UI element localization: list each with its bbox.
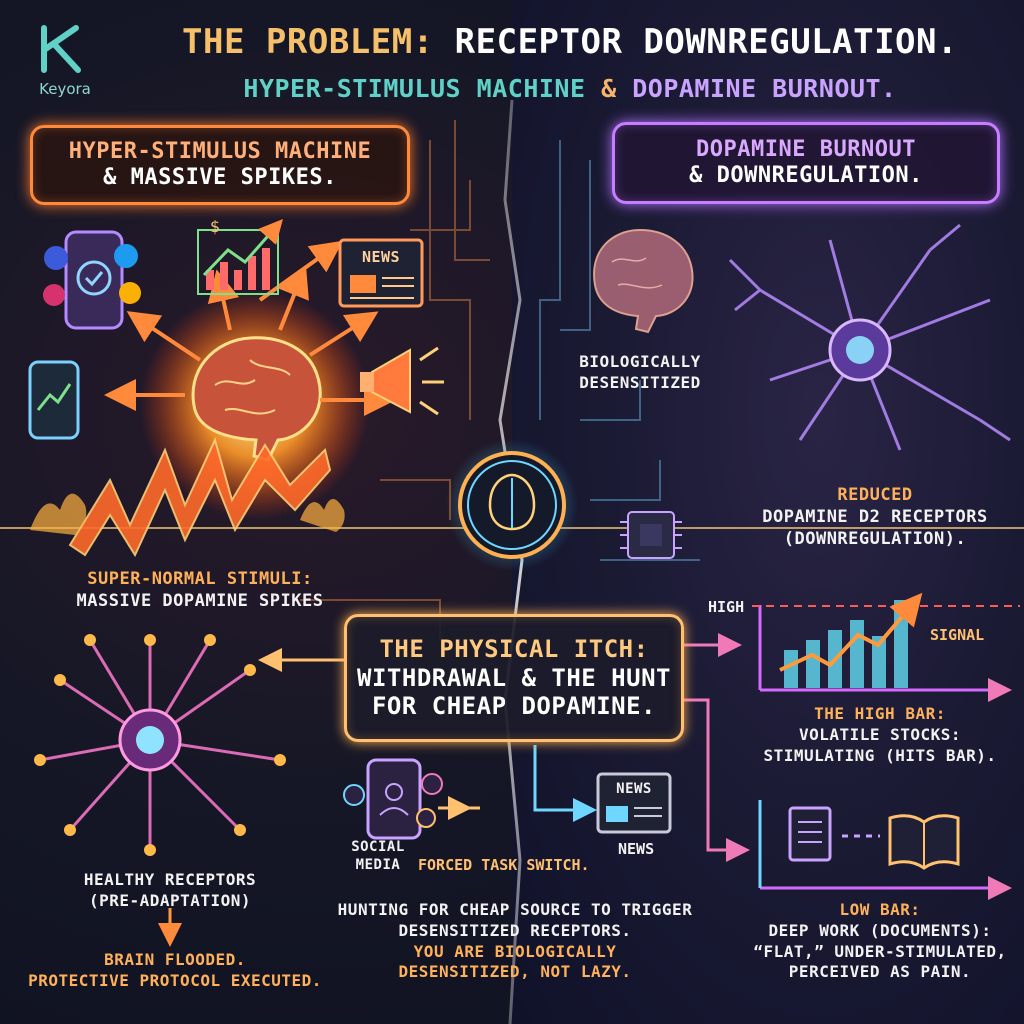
healthy-receptors-label: HEALTHY RECEPTORS (PRE-ADAPTATION) [30, 870, 310, 912]
physical-itch-box: THE PHYSICAL ITCH: WITHDRAWAL & THE HUNT… [344, 614, 684, 742]
brain-flooded-label: BRAIN FLOODED. PROTECTIVE PROTOCOL EXECU… [10, 950, 340, 992]
reduced-receptors-label: REDUCED DOPAMINE D2 RECEPTORS (DOWNREGUL… [740, 484, 1010, 550]
desensitized-line2: DESENSITIZED [579, 372, 701, 392]
stimuli-line1: SUPER-NORMAL STIMULI: [87, 569, 313, 589]
lowbar-line2: DEEP WORK (DOCUMENTS): [768, 920, 992, 940]
hunting-line2: DESENSITIZED RECEPTORS. [398, 920, 632, 940]
hunting-line3: YOU ARE BIOLOGICALLY [413, 941, 617, 961]
twitter-icon [114, 244, 138, 268]
page-title: THE PROBLEM: RECEPTOR DOWNREGULATION. [140, 22, 1000, 62]
brand-name: Keyora [39, 80, 91, 98]
healthy-line2: (PRE-ADAPTATION) [88, 890, 252, 910]
dopamine-burnout-box: DOPAMINE BURNOUT & DOWNREGULATION. [612, 122, 1000, 204]
lowbar-line3: “FLAT,” UNDER-STIMULATED, [753, 941, 1007, 961]
reduced-line3: (DOWNREGULATION). [783, 529, 967, 550]
tablet-chart-icon [30, 362, 78, 438]
high-label: HIGH [708, 598, 745, 616]
page-subtitle: HYPER-STIMULUS MACHINE & DOPAMINE BURNOU… [160, 74, 980, 103]
highbar-line1: THE HIGH BAR: [814, 704, 946, 723]
low-bar-label: LOW BAR: DEEP WORK (DOCUMENTS): “FLAT,” … [740, 900, 1020, 983]
healthy-line1: HEALTHY RECEPTORS [83, 870, 257, 889]
title-highlight: THE PROBLEM: [182, 22, 434, 62]
reduced-line1: REDUCED [837, 485, 913, 505]
svg-text:$: $ [210, 217, 220, 236]
k-logo-icon [38, 24, 86, 72]
title-rest: RECEPTOR DOWNREGULATION. [454, 22, 958, 62]
document-icon [790, 808, 830, 860]
brain-icon [190, 336, 320, 456]
instagram-icon [43, 284, 65, 306]
rising-chart-icon [198, 228, 278, 294]
subtitle-amp: & [601, 74, 617, 103]
dopamine-burnout-box-line2: & DOWNREGULATION. [689, 163, 923, 188]
reduced-line2: DOPAMINE D2 RECEPTORS [762, 507, 988, 528]
hunting-label: HUNTING FOR CHEAP SOURCE TO TRIGGER DESE… [330, 900, 700, 983]
snapchat-icon [119, 282, 141, 304]
hyper-stimulus-box-line1: HYPER-STIMULUS MACHINE [68, 138, 372, 164]
hyper-stimulus-box: HYPER-STIMULUS MACHINE & MASSIVE SPIKES. [30, 125, 410, 205]
megaphone-icon [360, 348, 444, 414]
signal-label: SIGNAL [930, 626, 985, 644]
dopamine-burnout-box-line1: DOPAMINE BURNOUT [696, 136, 916, 162]
flooded-line1: BRAIN FLOODED. [104, 950, 246, 969]
desensitized-label: BIOLOGICALLY DESENSITIZED [560, 352, 720, 394]
subtitle-part2: DOPAMINE BURNOUT. [632, 74, 897, 103]
itch-line2: WITHDRAWAL & THE HUNT [357, 663, 671, 692]
open-book-icon [890, 812, 958, 872]
social-line2: MEDIA [355, 857, 401, 874]
task-switch-label: FORCED TASK SWITCH. [418, 856, 590, 874]
itch-line3: FOR CHEAP DOPAMINE. [371, 692, 657, 721]
itch-line1: THE PHYSICAL ITCH: [379, 634, 649, 663]
lowbar-line1: LOW BAR: [839, 900, 921, 919]
social-media-label: SOCIAL MEDIA [348, 838, 408, 874]
desensitized-line1: BIOLOGICALLY [579, 352, 701, 371]
highbar-line3: STIMULATING (HITS BAR). [763, 745, 997, 765]
high-bar-label: THE HIGH BAR: VOLATILE STOCKS: STIMULATI… [740, 704, 1020, 766]
microchip-icon [620, 512, 682, 558]
news-label: NEWS [618, 840, 655, 858]
news-icon-label-left: NEWS [361, 248, 401, 266]
facebook-icon [44, 246, 68, 270]
stimuli-line2: MASSIVE DOPAMINE SPIKES [76, 591, 324, 612]
hunting-line4: DESENSITIZED, NOT LAZY. [398, 962, 632, 982]
subtitle-part1: HYPER-STIMULUS MACHINE [243, 74, 586, 103]
stimuli-label: SUPER-NORMAL STIMULI: MASSIVE DOPAMINE S… [40, 568, 360, 612]
news-icon-label-center: NEWS [616, 781, 652, 797]
highbar-line2: VOLATILE STOCKS: [798, 724, 962, 744]
social-line1: SOCIAL [351, 839, 405, 855]
hunting-line1: HUNTING FOR CHEAP SOURCE TO TRIGGER [337, 900, 693, 919]
flooded-line2: PROTECTIVE PROTOCOL EXECUTED. [28, 970, 322, 990]
neuron-icon [730, 225, 1010, 450]
hyper-stimulus-box-line2: & MASSIVE SPIKES. [103, 165, 337, 190]
lowbar-line4: PERCEIVED AS PAIN. [788, 962, 972, 982]
newspaper-icon [340, 240, 422, 306]
